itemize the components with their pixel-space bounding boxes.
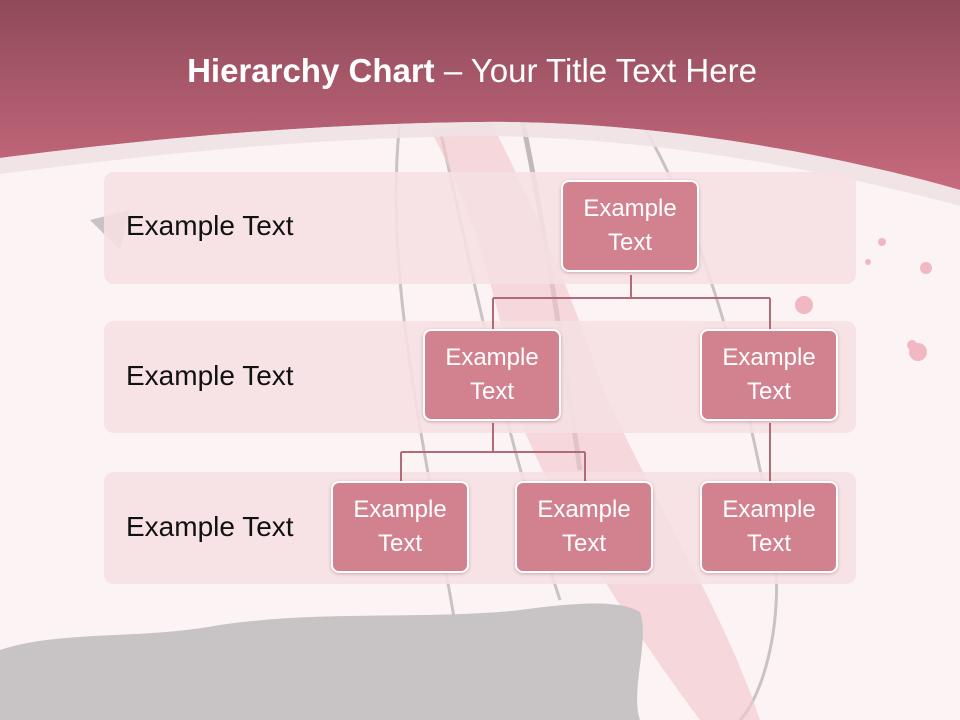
level-label-2: Example Text <box>126 360 294 391</box>
node-level3-c[interactable]: Example Text <box>700 481 838 573</box>
level-label-3: Example Text <box>126 511 294 542</box>
title-rest: Your Title Text Here <box>470 52 757 89</box>
node-level2-right[interactable]: Example Text <box>700 329 838 421</box>
title-separator: – <box>434 52 471 89</box>
level-label-1: Example Text <box>126 210 294 241</box>
node-level3-b[interactable]: Example Text <box>515 481 653 573</box>
slide-title: Hierarchy Chart – Your Title Text Here <box>0 52 944 90</box>
node-root[interactable]: Example Text <box>561 180 699 272</box>
node-level3-a[interactable]: Example Text <box>331 481 469 573</box>
node-level2-left[interactable]: Example Text <box>423 329 561 421</box>
level-band-1 <box>104 172 856 284</box>
title-bold: Hierarchy Chart <box>187 52 435 89</box>
